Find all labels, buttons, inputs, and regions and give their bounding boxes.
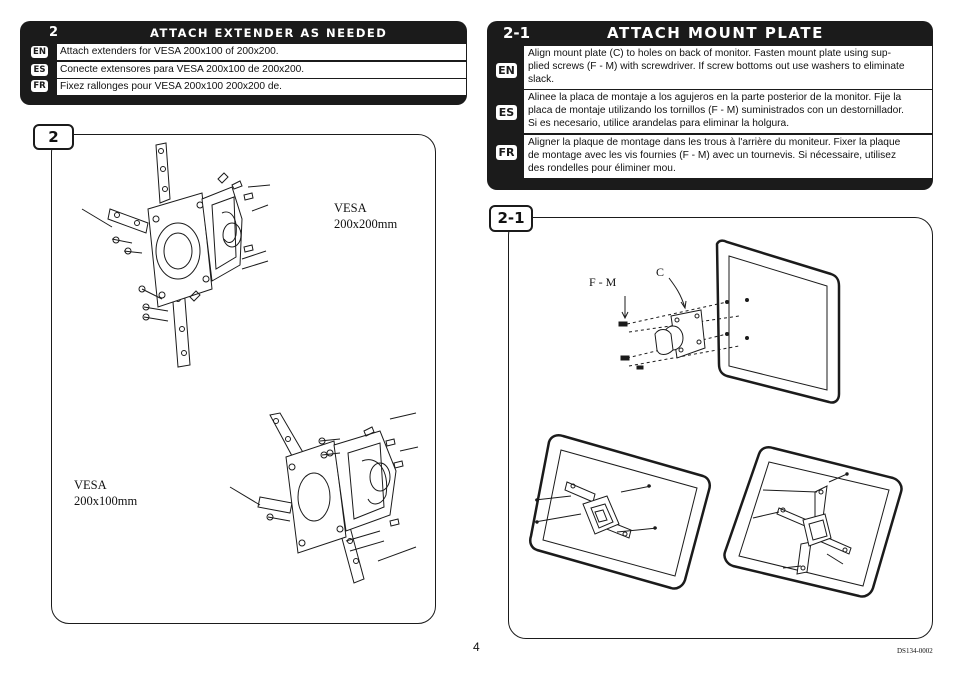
step-2-1-instruction-panel: 2-1 ATTACH MOUNT PLATE EN Align mount pl… xyxy=(487,21,933,190)
extender-200x100-illustration xyxy=(229,412,419,584)
label-part-c: C xyxy=(656,265,665,279)
instruction-text-es-line-2: placa de montaje utilizando los tornillo… xyxy=(528,105,904,116)
figure-tab-step-2: 2 xyxy=(33,124,74,150)
label-vesa-200x200-line-1: VESA xyxy=(334,201,367,215)
figure-frame-step-2: VESA 200x200mm xyxy=(51,134,436,624)
instruction-text-en: Attach extenders for VESA 200x100 of 200… xyxy=(60,46,279,57)
lang-badge-fr: FR xyxy=(31,80,48,92)
instruction-row-fr: Aligner la plaque de montage dans les tr… xyxy=(524,135,932,178)
lang-badge-en: EN xyxy=(496,63,517,78)
page-number: 4 xyxy=(473,640,480,654)
document-code: DS134-0002 xyxy=(897,647,933,655)
instruction-row-es: Conecte extensores para VESA 200x100 de … xyxy=(57,62,466,78)
instruction-text-fr-line-1: Aligner la plaque de montage dans les tr… xyxy=(528,137,901,148)
monitor-bracket-200x200-illustration xyxy=(723,446,903,598)
figure-tab-step-2-1: 2-1 xyxy=(489,205,533,232)
step-title: ATTACH MOUNT PLATE xyxy=(607,24,824,42)
lang-badge-es: ES xyxy=(496,105,517,120)
instruction-text-en-line-2: plied screws (F - M) with screwdriver. I… xyxy=(528,61,905,72)
instruction-row-fr: Fixez rallonges pour VESA 200x100 200x20… xyxy=(57,79,466,95)
step-number: 2 xyxy=(49,25,59,40)
monitor-mount-plate-illustration xyxy=(618,239,841,404)
instruction-text-fr: Fixez rallonges pour VESA 200x100 200x20… xyxy=(60,81,283,92)
instruction-text-en-line-3: slack. xyxy=(528,74,555,85)
figure-frame-step-2-1: C F - M xyxy=(508,217,933,639)
monitor-bracket-200x100-illustration xyxy=(529,434,711,590)
label-screws-f-m: F - M xyxy=(589,275,617,289)
step-title: ATTACH EXTENDER AS NEEDED xyxy=(150,26,388,40)
label-vesa-200x200-line-2: 200x200mm xyxy=(334,217,398,231)
instruction-text-fr-line-2: de montage avec les vis fournies (F - M)… xyxy=(528,150,897,161)
lang-badge-fr: FR xyxy=(496,145,517,160)
instruction-text-fr-line-3: des rondelles pour éliminer mou. xyxy=(528,163,676,174)
instruction-text-es: Conecte extensores para VESA 200x100 de … xyxy=(60,64,305,75)
step-2-instruction-panel: 2 ATTACH EXTENDER AS NEEDED EN Attach ex… xyxy=(20,21,467,105)
label-vesa-200x100-line-2: 200x100mm xyxy=(74,494,138,508)
instruction-row-en: Align mount plate (C) to holes on back o… xyxy=(524,46,932,89)
instruction-row-en: Attach extenders for VESA 200x100 of 200… xyxy=(57,44,466,60)
label-vesa-200x100-line-1: VESA xyxy=(74,478,107,492)
instruction-text-en-line-1: Align mount plate (C) to holes on back o… xyxy=(528,48,891,59)
extender-200x200-illustration xyxy=(81,142,271,368)
instruction-row-es: Alinee la placa de montaje a los agujero… xyxy=(524,90,932,133)
instruction-text-es-line-3: Si es necesario, utilice arandelas para … xyxy=(528,118,790,129)
instruction-text-es-line-1: Alinee la placa de montaje a los agujero… xyxy=(528,92,902,103)
lang-badge-es: ES xyxy=(31,64,48,76)
lang-badge-en: EN xyxy=(31,46,48,58)
step-number: 2-1 xyxy=(503,24,531,42)
